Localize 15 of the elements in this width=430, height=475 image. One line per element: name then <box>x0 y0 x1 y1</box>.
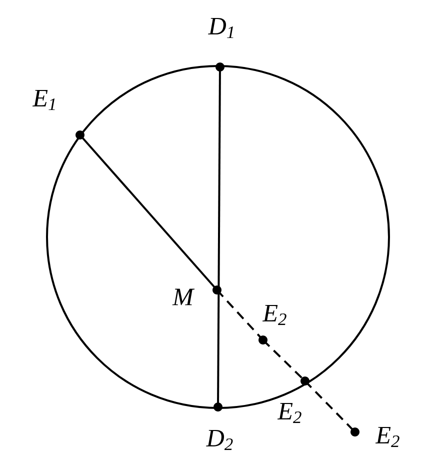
point: D$_{2}$ <box>206 402 233 450</box>
node-label: D$_{2}$ <box>206 430 233 450</box>
line-segment <box>304 380 356 433</box>
node-label: D$_{1}$ <box>208 18 234 38</box>
node-label: E$_{2}$ <box>277 402 302 424</box>
point: E$_{2}$ <box>277 376 310 424</box>
node-label: E$_{2}$ <box>375 426 400 448</box>
point: E$_{2}$ <box>350 426 400 448</box>
node-label: E$_{2}$ <box>262 304 286 326</box>
point: E$_{2}$ <box>258 304 286 344</box>
point: D$_{1}$ <box>208 18 234 72</box>
point: M <box>172 286 222 306</box>
node-label: M <box>172 288 195 306</box>
node-label: E$_{1}$ <box>32 90 55 110</box>
point: E$_{1}$ <box>32 90 84 140</box>
